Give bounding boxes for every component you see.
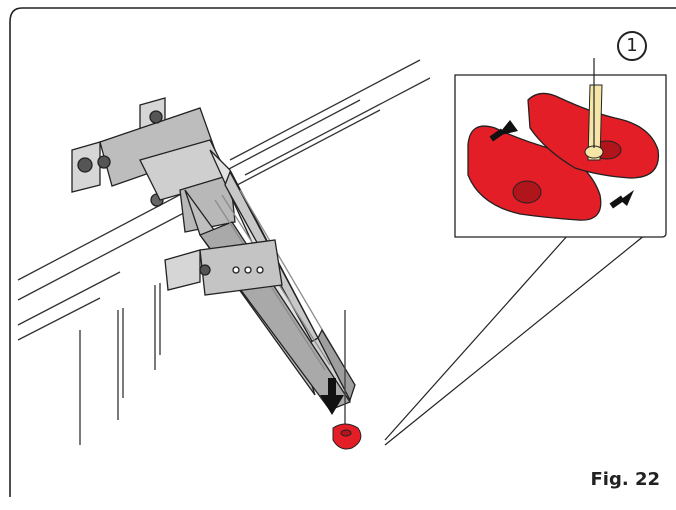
- right-arrow-icon: [489, 120, 634, 209]
- upper-bracket: [71, 97, 216, 207]
- release-knob-small: [332, 423, 362, 450]
- inset-detail: [454, 58, 667, 238]
- down-arrow-icon: [320, 378, 344, 415]
- knob-half-left: [467, 125, 602, 221]
- door-panel: [79, 283, 161, 445]
- outer-frame: [9, 7, 676, 497]
- lower-bracket: [164, 239, 283, 296]
- figure-label: Fig. 22: [590, 469, 660, 490]
- callout-number: 1: [617, 31, 647, 61]
- callout-leaders: [384, 234, 646, 446]
- cord-segment: [587, 84, 603, 161]
